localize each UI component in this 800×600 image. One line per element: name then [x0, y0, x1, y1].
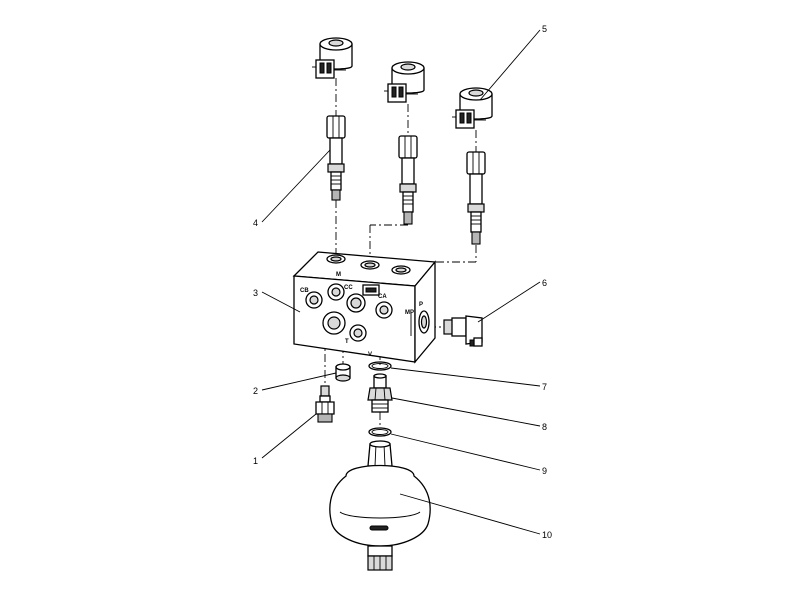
cartridge-valve-middle: [398, 135, 418, 225]
port-label-cb: CB: [300, 288, 309, 294]
solenoid-coil-middle: [384, 61, 425, 103]
callout-3: 3: [253, 288, 258, 298]
o-ring-upper: [368, 361, 392, 371]
port-label-p: P: [419, 302, 423, 308]
solenoid-coil-right: [452, 87, 493, 129]
port-label-ca: CA: [378, 294, 387, 300]
callout-9: 9: [542, 466, 547, 476]
callout-7: 7: [542, 382, 547, 392]
port-label-t: T: [345, 339, 349, 345]
callout-4: 4: [253, 218, 258, 228]
cartridge-valve-right: [466, 151, 486, 245]
port-label-cc: CC: [344, 285, 353, 291]
callout-8: 8: [542, 422, 547, 432]
callout-numbers: 1 2 3 4 5 6 7 8 9 10: [253, 24, 552, 540]
callout-2: 2: [253, 386, 258, 396]
check-valve: [315, 385, 335, 423]
callout-1: 1: [253, 456, 258, 466]
adapter-fitting: [367, 373, 393, 413]
o-ring-lower: [368, 427, 392, 437]
pressure-switch: [443, 315, 483, 347]
cartridge-valve-left: [326, 115, 346, 201]
callout-10: 10: [542, 530, 552, 540]
callout-5: 5: [542, 24, 547, 34]
callout-6: 6: [542, 278, 547, 288]
port-label-m: M: [336, 272, 341, 278]
manifold-block: CB CC CA T P MP M V: [292, 251, 437, 364]
port-label-v: V: [368, 352, 372, 358]
leader-lines: [261, 29, 541, 535]
accumulator: [329, 440, 431, 571]
port-label-mp: MP: [405, 310, 414, 316]
plug: [335, 363, 351, 382]
solenoid-coil-left: [312, 37, 353, 79]
assembly-centerlines: [324, 78, 477, 428]
